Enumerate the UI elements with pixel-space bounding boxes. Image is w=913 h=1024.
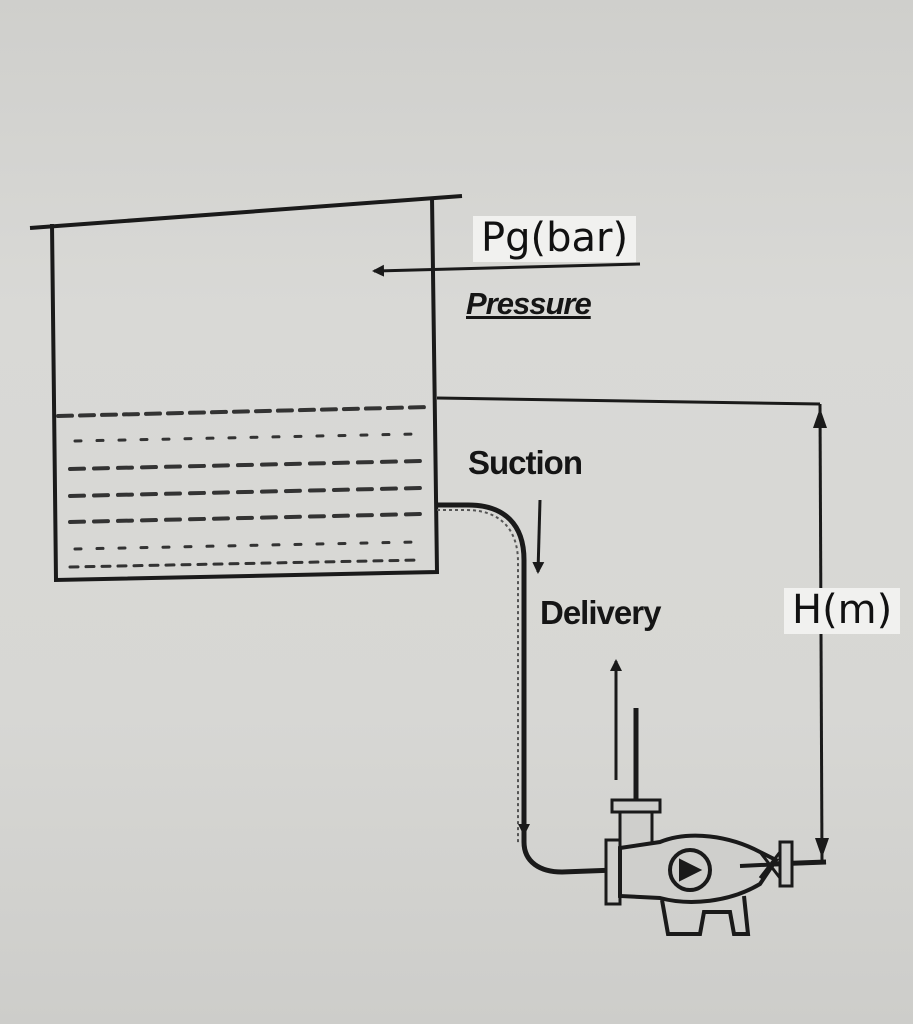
suction-pipe xyxy=(437,502,827,875)
pressure-arrow xyxy=(372,262,641,277)
liquid-surface xyxy=(56,405,432,418)
shaft-seal xyxy=(758,851,782,879)
head-arrow-bottom xyxy=(815,838,829,858)
liquid-in-tank xyxy=(56,405,432,569)
suction-pipe-outline xyxy=(437,509,519,845)
suction-label: Suction xyxy=(468,444,583,481)
centrifugal-pump-icon xyxy=(604,708,827,936)
liquid-line xyxy=(68,459,422,471)
tank-walls xyxy=(50,196,440,583)
liquid-line xyxy=(68,486,422,498)
delivery-label: Delivery xyxy=(540,594,661,631)
discharge-flange xyxy=(610,798,662,814)
liquid-line xyxy=(68,558,422,569)
head-reference-line xyxy=(436,396,821,406)
suction-flow-arrow xyxy=(532,499,545,574)
suction-flange xyxy=(604,838,622,906)
liquid-line xyxy=(73,432,417,443)
pump-base xyxy=(660,895,751,936)
liquid-line xyxy=(68,512,422,524)
head-arrow-top xyxy=(813,408,827,428)
impeller-vane xyxy=(679,858,703,882)
gauge-pressure-label: Pg(bar) xyxy=(473,216,637,262)
pressure-label: Pressure xyxy=(466,286,592,321)
tank-lid xyxy=(29,194,463,230)
head-label: H(m) xyxy=(784,588,901,634)
liquid-line xyxy=(73,540,417,551)
bearing-flange xyxy=(778,840,794,888)
